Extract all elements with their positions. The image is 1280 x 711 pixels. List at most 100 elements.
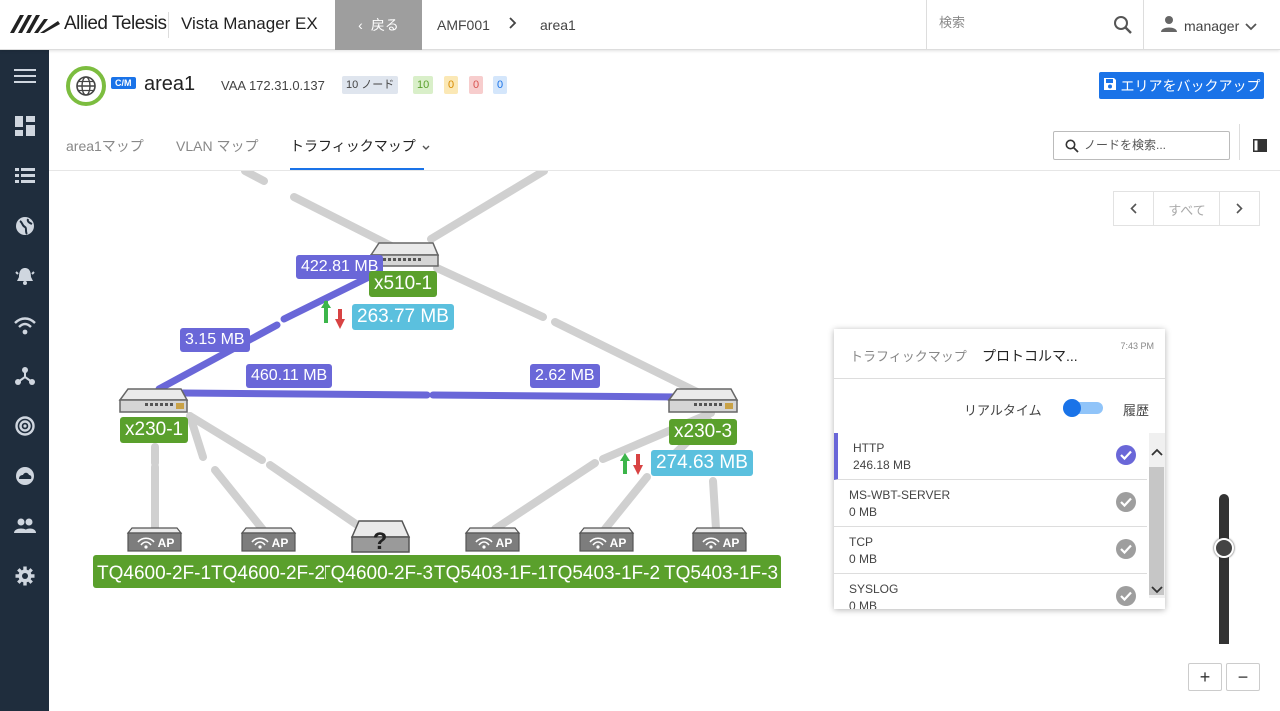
protocol-value: 246.18 MB [853,458,912,472]
dashboard-icon[interactable] [0,106,49,146]
protocol-item-http[interactable]: HTTP 246.18 MB [834,433,1147,480]
node-label-x230-3[interactable]: x230-3 [669,419,738,445]
protocol-item-syslog[interactable]: SYSLOG 0 MB [834,574,1147,609]
side-panel-toggle-icon[interactable] [1253,139,1267,157]
realtime-history-toggle[interactable] [1063,399,1103,417]
tab-area-map[interactable]: area1マップ [66,138,144,154]
settings-gear-icon[interactable] [0,556,49,596]
ap-label[interactable]: TQ5403-1F-3 [661,559,781,588]
ap-icon-glyph: AP [610,536,627,550]
ap-label[interactable]: TQ4600-2F-2 [211,559,325,588]
cm-badge: C/M [111,77,136,89]
realtime-label: リアルタイム [964,403,1042,418]
link-traffic-label[interactable]: 460.11 MB [246,364,333,388]
ap-label[interactable]: TQ4600-2F-1 [97,559,211,588]
radar-icon[interactable] [0,406,49,446]
switch-x230-3-icon [667,388,739,413]
backup-area-button[interactable]: エリアをバックアップ [1099,72,1264,99]
search-icon[interactable] [1113,15,1133,40]
brand-logo[interactable]: Allied Telesis [10,13,167,35]
sidebar [0,50,49,711]
breadcrumb-chevron-icon [509,16,517,32]
zoom-slider-handle[interactable] [1214,538,1234,558]
node-label-x510-1[interactable]: x510-1 [369,271,438,297]
user-icon [1160,15,1178,36]
ap-label[interactable]: TQ5403-1F-2 [549,559,661,588]
switch-x510-icon [369,242,440,267]
protocol-list-scrollbar[interactable] [1149,433,1165,598]
ap-icon-glyph: AP [158,536,175,550]
toolbar-divider [1239,124,1240,160]
pager-all-label[interactable]: すべて [1168,203,1206,218]
panel-header: トラフィックマップ プロトコルマ... 7:43 PM [834,329,1165,379]
alarm-bell-icon[interactable] [0,256,49,296]
save-disk-icon [1103,77,1117,94]
protocol-name: HTTP [853,441,885,455]
page-title: area1 [144,73,196,95]
backup-button-label: エリアをバックアップ [1120,77,1261,94]
access-point-icon[interactable]: AP [578,527,635,552]
link-traffic-label[interactable]: 2.62 MB [530,364,600,388]
protocol-name: SYSLOG [849,582,899,596]
check-selected-icon[interactable] [1115,444,1137,471]
node-label-x230-1[interactable]: x230-1 [120,417,189,443]
protocol-name: MS-WBT-SERVER [849,488,951,502]
list-icon[interactable] [0,156,49,196]
access-point-icon[interactable]: AP [464,527,521,552]
access-point-icon[interactable]: AP [126,527,183,552]
chevron-down-icon [1245,18,1257,34]
cloud-icon[interactable] [0,456,49,496]
protocol-value: 0 MB [849,505,878,519]
history-label: 履歴 [1123,403,1150,418]
top-bar: Allied Telesis Vista Manager EX ‹ 戻る AMF… [0,0,1280,50]
unknown-device-icon[interactable]: ? [350,520,411,555]
protocol-item-ms-wbt-server[interactable]: MS-WBT-SERVER 0 MB [834,480,1147,527]
node-traffic-value: 263.77 MB [352,304,454,330]
search-input[interactable] [939,15,1099,30]
map-pager: すべて [1113,191,1260,226]
zoom-out-button[interactable]: − [1226,663,1260,691]
link-traffic-label[interactable]: 422.81 MB [296,255,384,279]
user-name: manager [1184,17,1240,34]
pager-prev-button[interactable] [1114,192,1154,225]
chevron-down-icon[interactable] [1151,581,1163,599]
check-unselected-icon[interactable] [1115,585,1137,609]
breadcrumb-area1[interactable]: area1 [540,17,576,33]
scrollbar-thumb[interactable] [1149,467,1164,595]
traffic-arrows-icon-1 [321,300,345,329]
access-point-icon[interactable]: AP [240,527,297,552]
link-traffic-label[interactable]: 3.15 MB [180,328,250,352]
protocol-value: 0 MB [849,599,878,609]
ap-label[interactable]: TQ5403-1F-1 [433,559,549,588]
search-icon [1065,139,1079,158]
node-search-input[interactable] [1084,138,1224,152]
tab-traffic-map[interactable]: トラフィックマップ [290,136,430,156]
access-point-icon[interactable]: AP [691,527,748,552]
toggle-knob [1063,399,1081,417]
traffic-arrows-icon-2 [620,453,643,475]
tab-vlan-map[interactable]: VLAN マップ [176,138,259,154]
back-button[interactable]: ‹ 戻る [335,0,422,50]
globe-icon[interactable] [0,206,49,246]
logo-divider [168,12,169,38]
check-unselected-icon[interactable] [1115,491,1137,518]
users-icon[interactable] [0,506,49,546]
ap-label[interactable]: TQ4600-2F-3 [325,559,433,588]
chevron-up-icon[interactable] [1151,443,1163,461]
protocol-item-tcp[interactable]: TCP 0 MB [834,527,1147,574]
switch-x230-1-icon [118,388,189,413]
menu-icon[interactable] [0,56,49,96]
wifi-icon[interactable] [0,306,49,346]
protocol-name: TCP [849,535,873,549]
zoom-in-button[interactable]: + [1188,663,1222,691]
topology-icon[interactable] [0,356,49,396]
breadcrumb-amf001[interactable]: AMF001 [437,17,490,33]
user-menu[interactable]: manager [1160,15,1257,36]
pager-next-button[interactable] [1219,192,1259,225]
check-unselected-icon[interactable] [1115,538,1137,565]
chevron-left-icon: ‹ [358,17,363,33]
zoom-slider-track[interactable] [1219,494,1229,644]
vaa-address: VAA 172.31.0.137 [221,78,325,93]
panel-title[interactable]: プロトコルマ... [982,348,1078,364]
